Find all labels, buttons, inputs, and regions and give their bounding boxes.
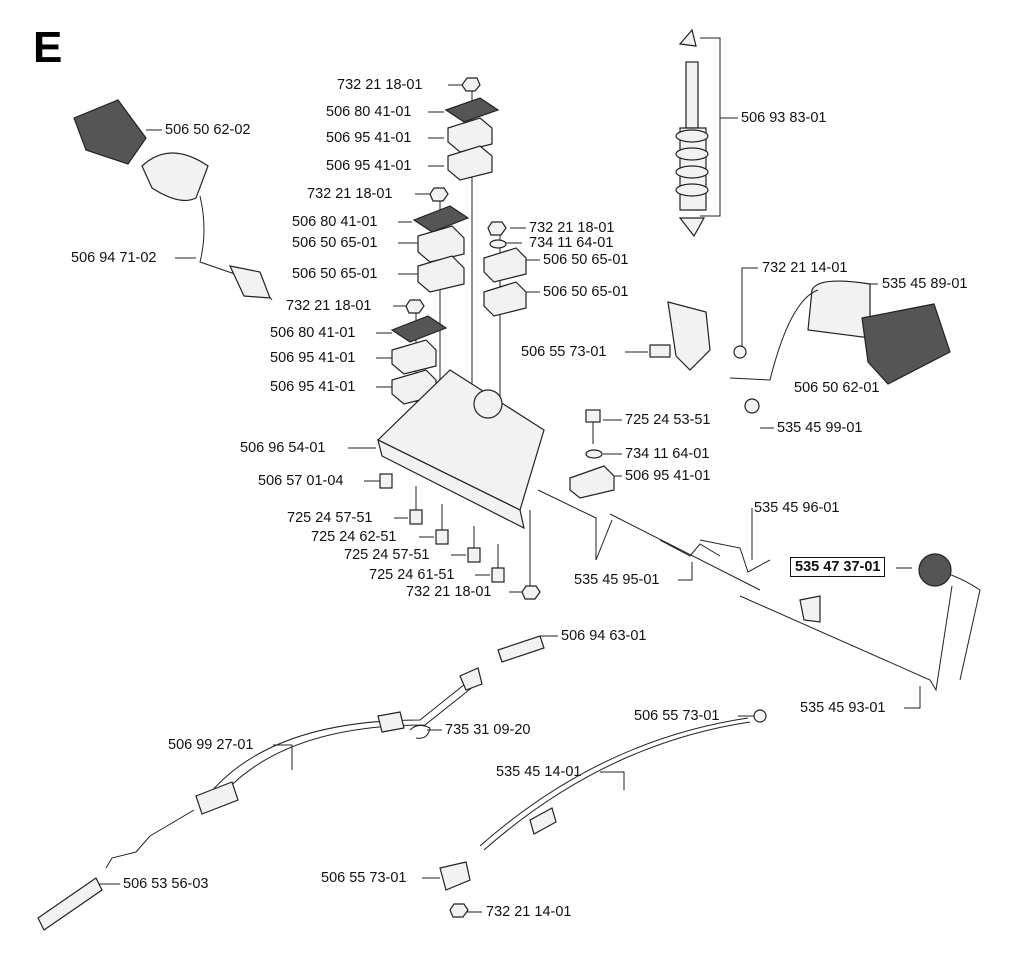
- bracket-blocks: [390, 77, 527, 405]
- part-label: 506 50 65-01: [292, 235, 378, 251]
- part-label: 506 55 73-01: [321, 870, 407, 886]
- part-label: 535 45 89-01: [882, 276, 968, 292]
- part-label: 725 24 53-51: [625, 412, 711, 428]
- right-pedal-assembly: [649, 280, 951, 414]
- part-label: 734 11 64-01: [625, 446, 710, 462]
- part-label: 506 95 41-01: [270, 379, 356, 395]
- part-label: 506 53 56-03: [123, 876, 209, 892]
- part-label: 506 50 62-02: [165, 122, 251, 138]
- part-label: 535 45 93-01: [800, 700, 886, 716]
- left-pedal-assembly: [73, 99, 273, 301]
- part-label: 506 57 01-04: [258, 473, 344, 489]
- part-label: 535 45 99-01: [777, 420, 863, 436]
- part-label: 506 50 62-01: [794, 380, 880, 396]
- part-label: 725 24 57-51: [344, 547, 430, 563]
- part-label: 506 94 63-01: [561, 628, 647, 644]
- part-label: 535 45 95-01: [574, 572, 660, 588]
- part-label: 732 21 18-01: [337, 77, 423, 93]
- part-label: 725 24 62-51: [311, 529, 397, 545]
- part-label: 725 24 61-51: [369, 567, 455, 583]
- linkage-rod: [609, 513, 981, 692]
- part-label: 506 94 71-02: [71, 250, 157, 266]
- part-label: 506 95 41-01: [326, 130, 412, 146]
- part-label: 506 96 54-01: [240, 440, 326, 456]
- part-label: 506 80 41-01: [270, 325, 356, 341]
- bolts: [379, 409, 615, 600]
- part-label: 506 95 41-01: [326, 158, 412, 174]
- part-label: 735 31 09-20: [445, 722, 531, 738]
- part-label: 506 55 73-01: [634, 708, 720, 724]
- part-label: 506 55 73-01: [521, 344, 607, 360]
- section-letter: E: [33, 23, 63, 72]
- part-label: 506 50 65-01: [292, 266, 378, 282]
- part-label: 506 95 41-01: [270, 350, 356, 366]
- cables: [37, 635, 767, 931]
- part-label: 506 50 65-01: [543, 252, 629, 268]
- part-label: 732 21 14-01: [486, 904, 572, 920]
- part-label: 732 21 18-01: [307, 186, 393, 202]
- part-label: 506 99 27-01: [168, 737, 254, 753]
- highlighted-part-label: 535 47 37-01: [790, 557, 886, 577]
- part-label: 732 21 18-01: [406, 584, 492, 600]
- part-label: 506 80 41-01: [326, 104, 412, 120]
- part-label: 506 95 41-01: [625, 468, 711, 484]
- part-label: 734 11 64-01: [529, 235, 614, 251]
- part-label: 725 24 57-51: [287, 510, 373, 526]
- part-label: 506 50 65-01: [543, 284, 629, 300]
- base-plate: [376, 369, 545, 530]
- part-label: 535 45 96-01: [754, 500, 840, 516]
- part-label: 506 93 83-01: [741, 110, 827, 126]
- part-label: 732 21 14-01: [762, 260, 848, 276]
- part-label: 732 21 18-01: [529, 220, 615, 236]
- part-label: 732 21 18-01: [286, 298, 372, 314]
- part-label: 535 45 14-01: [496, 764, 582, 780]
- damper-assembly: [675, 28, 709, 238]
- part-label: 506 80 41-01: [292, 214, 378, 230]
